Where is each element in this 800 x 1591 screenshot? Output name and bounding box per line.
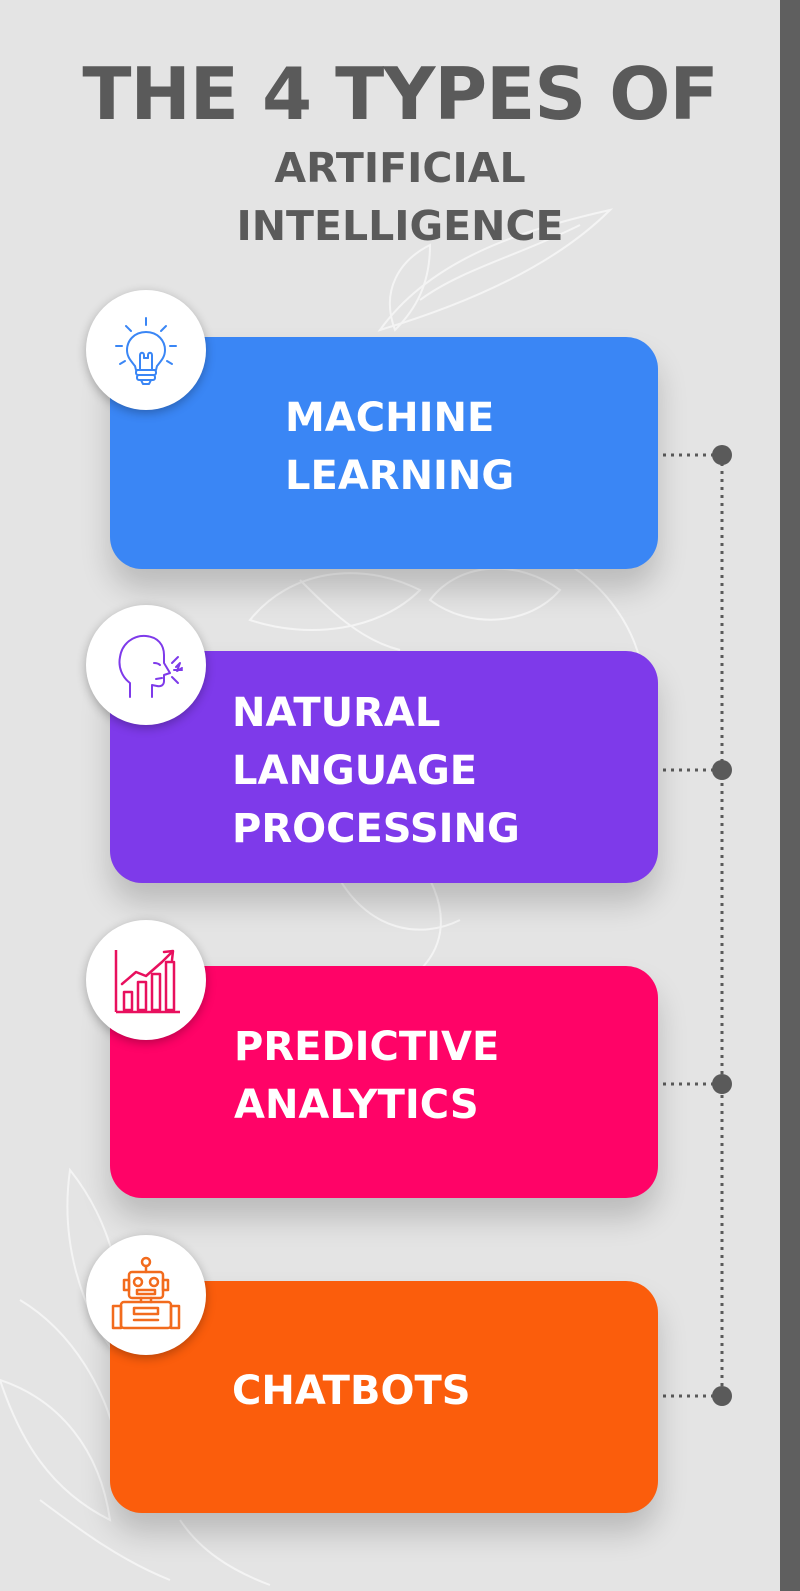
card-label-line: CHATBOTS (232, 1368, 471, 1414)
icon-badge-chatbots (86, 1235, 206, 1355)
infographic-subtitle-line1: ARTIFICIAL (274, 144, 526, 192)
card-label-line: LANGUAGE (232, 748, 478, 794)
card-label-natural-language-processing: NATURAL LANGUAGE PROCESSING (232, 684, 520, 858)
card-label-line: PREDICTIVE (234, 1024, 500, 1070)
card-label-line: ANALYTICS (234, 1082, 479, 1128)
icon-badge-machine-learning (86, 290, 206, 410)
infographic-subtitle-line2: INTELLIGENCE (236, 202, 564, 250)
card-machine-learning: MACHINE LEARNING (110, 337, 658, 569)
card-chatbots: CHATBOTS (110, 1281, 658, 1513)
card-label-machine-learning: MACHINE LEARNING (285, 389, 514, 505)
icon-badge-predictive-analytics (86, 920, 206, 1040)
lightbulb-icon (115, 317, 177, 385)
card-label-line: NATURAL (232, 690, 441, 736)
card-label-line: PROCESSING (232, 806, 520, 852)
right-side-bar (780, 0, 800, 1591)
floral-background-decoration (0, 208, 641, 1586)
card-predictive-analytics: PREDICTIVE ANALYTICS (110, 966, 658, 1198)
card-label-chatbots: CHATBOTS (232, 1362, 471, 1420)
bar-chart-growth-icon (114, 949, 180, 1014)
card-label-predictive-analytics: PREDICTIVE ANALYTICS (234, 1018, 499, 1134)
robot-icon (111, 1256, 181, 1330)
icon-badge-natural-language-processing (86, 605, 206, 725)
card-natural-language-processing: NATURAL LANGUAGE PROCESSING (110, 651, 658, 883)
infographic-title: THE 4 TYPES OF (82, 52, 718, 136)
speaking-head-icon (118, 634, 183, 698)
card-label-line: LEARNING (285, 453, 515, 499)
card-label-line: MACHINE (285, 395, 495, 441)
